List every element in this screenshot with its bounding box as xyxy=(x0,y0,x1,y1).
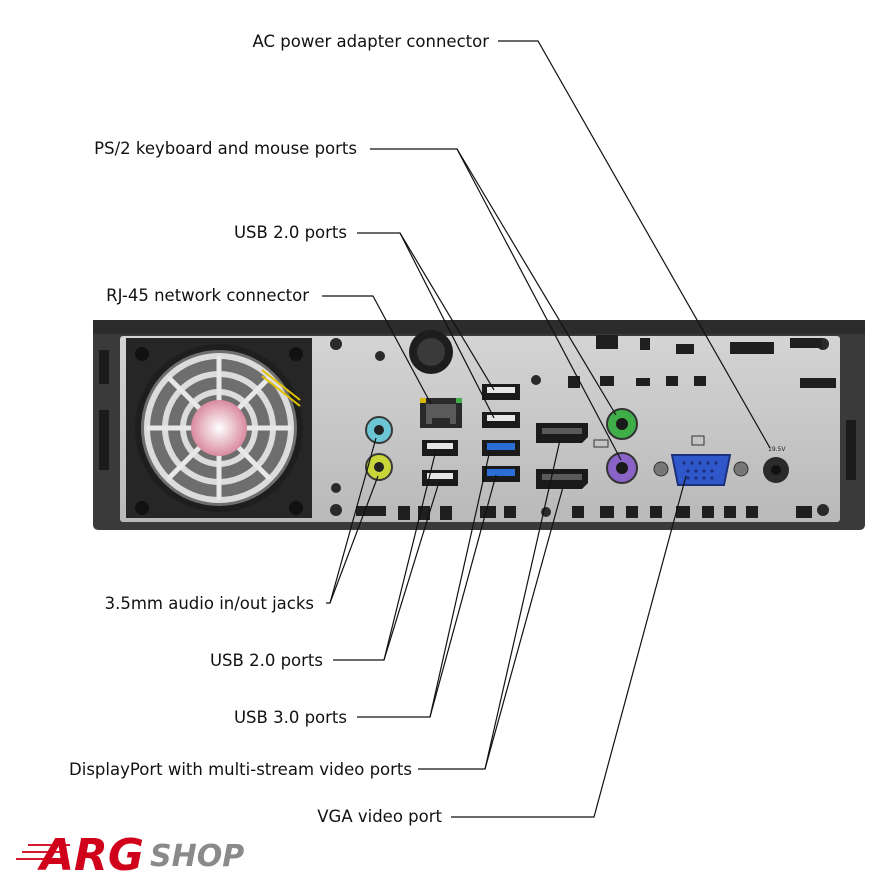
rj45-port[interactable] xyxy=(420,398,462,428)
rear-panel: 19.5V xyxy=(93,320,865,530)
lock-knob xyxy=(409,330,453,374)
label-usb20-bottom: USB 2.0 ports xyxy=(210,651,323,670)
vga-port[interactable] xyxy=(653,435,749,486)
callout-labels: AC power adapter connector PS/2 keyboard… xyxy=(69,32,489,826)
plate-screws xyxy=(330,338,829,517)
leader-lines xyxy=(322,40,771,818)
label-usb30: USB 3.0 ports xyxy=(234,708,347,727)
label-ps2: PS/2 keyboard and mouse ports xyxy=(94,139,357,158)
leader-audio-2 xyxy=(329,475,379,604)
chassis-top-lip xyxy=(93,320,865,334)
label-vga: VGA video port xyxy=(317,807,442,826)
leader-usb20-top-2 xyxy=(399,232,495,419)
ps2-ports[interactable] xyxy=(606,408,638,484)
label-displayport: DisplayPort with multi-stream video port… xyxy=(69,760,412,779)
label-ac-power: AC power adapter connector xyxy=(253,32,490,51)
power-rating-label: 19.5V xyxy=(768,446,786,453)
audio-jacks[interactable] xyxy=(365,416,393,481)
label-rj45: RJ-45 network connector xyxy=(106,286,309,305)
logo-brand: ARG xyxy=(37,830,144,881)
displayport-ports[interactable] xyxy=(536,423,609,489)
argshop-logo: ARG SHOP xyxy=(16,830,244,881)
usb30-ports[interactable] xyxy=(482,440,520,482)
vent-slots xyxy=(356,335,836,520)
usb20-left-ports[interactable] xyxy=(422,440,458,486)
leader-ps2-2 xyxy=(456,148,622,461)
usb20-top-ports[interactable] xyxy=(482,384,520,428)
label-usb20-top: USB 2.0 ports xyxy=(234,223,347,242)
ac-power-connector[interactable]: 19.5V xyxy=(763,446,789,483)
leader-displayport-2 xyxy=(484,486,564,770)
leader-rj45 xyxy=(322,295,432,405)
leader-usb20-bottom-2 xyxy=(383,481,440,661)
logo-suffix: SHOP xyxy=(150,839,244,874)
leader-vga xyxy=(451,475,687,818)
label-audio: 3.5mm audio in/out jacks xyxy=(105,594,314,613)
leader-usb30-2 xyxy=(429,474,497,718)
leader-ac-power xyxy=(498,40,771,449)
cooling-fan xyxy=(126,338,312,518)
